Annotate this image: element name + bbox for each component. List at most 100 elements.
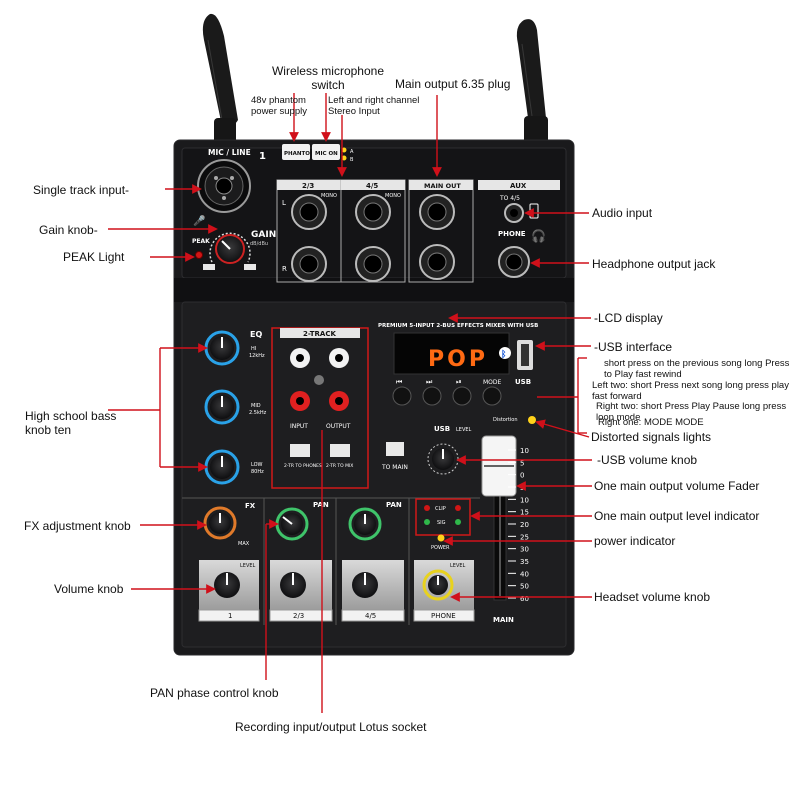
to-main-button[interactable]: [386, 442, 404, 456]
fader-scale-label: 20: [520, 521, 529, 529]
gain-label: GAIN: [251, 230, 276, 240]
fader-scale-label: 40: [520, 570, 529, 578]
aux-phone: PHONE: [498, 230, 526, 238]
to-mix-button[interactable]: 2-TR TO MIX: [326, 444, 353, 469]
antenna-right: [516, 19, 548, 146]
ch45-volume-knob[interactable]: [352, 572, 378, 598]
phone-volume-knob[interactable]: [422, 569, 454, 601]
rca-input-l[interactable]: [290, 348, 310, 368]
ch-l-label: L: [282, 199, 286, 207]
eq-hi-label: HI: [251, 346, 256, 352]
ch1-volume-knob[interactable]: [214, 572, 240, 598]
aux-in-jack[interactable]: [504, 203, 524, 223]
two-track-section: 2-TRACK INPUT OUTPUT: [271, 327, 369, 489]
rca-input-r[interactable]: [290, 391, 310, 411]
fader-scale-label: 35: [520, 558, 529, 566]
jack-45-r[interactable]: [355, 246, 391, 282]
fader-scale-label: 60: [520, 595, 529, 603]
eq-mid-freq: 2.5kHz: [249, 410, 267, 416]
phantom-button[interactable]: PHANTOM: [282, 144, 315, 160]
phantom-button-label: PHANTOM: [284, 151, 315, 157]
xlr-combo-jack[interactable]: [197, 159, 251, 213]
main-out-group: MAIN OUT: [408, 179, 474, 283]
fx-knob[interactable]: [203, 506, 237, 540]
btn-play-pause[interactable]: ⏯: [452, 379, 472, 406]
btn-prev[interactable]: ⏮: [392, 379, 412, 406]
callout-level-indicator: One main output level indicator: [594, 509, 760, 523]
ch1-number: 1: [259, 151, 266, 162]
btn-next[interactable]: ⏭: [422, 379, 442, 406]
callout-audio-input: Audio input: [592, 206, 653, 220]
two-track-header: 2-TRACK: [303, 330, 336, 338]
jack-23-r[interactable]: [291, 246, 327, 282]
fader-scale-label: 15: [520, 509, 529, 517]
fader-scale-label: 5: [520, 484, 524, 492]
eq-low-freq: 80Hz: [251, 469, 264, 475]
main-out-l-jack[interactable]: [419, 194, 455, 230]
bluetooth-glyph: ᛒ: [501, 349, 506, 359]
level-led-panel: CLIP SIG: [415, 498, 471, 536]
eq-mid-knob[interactable]: [204, 389, 240, 425]
callout-power-indicator: power indicator: [594, 534, 676, 548]
jack-45-l[interactable]: [355, 194, 391, 230]
eq-low-knob[interactable]: [204, 449, 240, 485]
fader-scale-label: 10: [520, 447, 529, 455]
ch45-mono: MONO: [385, 193, 401, 199]
callout-single-track-input: Single track input-: [33, 183, 130, 197]
mic-line-label: MIC / LINE: [208, 148, 251, 157]
distortion-led: [528, 416, 536, 424]
main-label: MAIN: [493, 616, 514, 624]
distortion-label: Distortion: [493, 417, 518, 423]
phone-jack[interactable]: [498, 246, 530, 278]
jack-23-l[interactable]: [291, 194, 327, 230]
mic-on-led-a: [341, 147, 347, 153]
svg-text:⏯: ⏯: [456, 379, 462, 386]
pan-23-knob[interactable]: [275, 507, 309, 541]
rca-output-r[interactable]: [329, 391, 349, 411]
strip45-label: 4/5: [365, 612, 376, 620]
callout-lotus-socket: Recording input/output Lotus socket: [235, 720, 427, 734]
strip23-label: 2/3: [293, 612, 304, 620]
fx-label: FX: [245, 502, 256, 510]
usb-port[interactable]: [517, 340, 533, 370]
aux-header: AUX: [510, 182, 527, 190]
fader-scale-label: 50: [520, 583, 529, 591]
pan-45-knob[interactable]: [348, 507, 382, 541]
peak-led: [195, 251, 203, 259]
callout-headphone-jack: Headphone output jack: [592, 257, 716, 271]
callout-lines: [108, 93, 592, 713]
ground-screw: [314, 375, 324, 385]
peak-label: PEAK: [192, 238, 210, 245]
fader-scale-label: 0: [520, 472, 524, 480]
ch23-mono: MONO: [321, 193, 337, 199]
callout-volume-knob: Volume knob: [54, 582, 124, 596]
to-phones-button[interactable]: 2-TR TO PHONES: [284, 444, 322, 469]
callout-btn-desc-4: Right one: MODE MODE: [598, 417, 704, 428]
eq-hi-knob[interactable]: [204, 330, 240, 366]
callout-phantom-48v: 48v phantom power supply: [251, 95, 307, 117]
main-out-r-jack[interactable]: [419, 244, 455, 280]
main-fader-cap[interactable]: [481, 435, 517, 497]
gain-range: dB/dBu: [250, 241, 268, 247]
pan-23-label: PAN: [313, 501, 329, 509]
strip-phone-label: PHONE: [431, 612, 456, 620]
gain-knob[interactable]: [209, 232, 251, 264]
callout-wireless-switch: Wireless microphone switch: [271, 64, 385, 92]
level-label-1: LEVEL: [240, 563, 256, 569]
callout-main-output-plug: Main output 6.35 plug: [395, 77, 511, 91]
sig-label: SIG: [437, 520, 446, 526]
eq-hi-freq: 12kHz: [249, 353, 265, 359]
callout-distorted-lights: Distorted signals lights: [591, 430, 712, 444]
mic-on-button[interactable]: MIC ON: [312, 144, 340, 160]
to-main-label: TO MAIN: [381, 464, 408, 471]
main-out-header: MAIN OUT: [424, 182, 461, 190]
ch23-volume-knob[interactable]: [280, 572, 306, 598]
rca-output-l[interactable]: [329, 348, 349, 368]
fader-scale-label: 25: [520, 533, 529, 541]
callout-fx-knob: FX adjustment knob: [24, 519, 131, 533]
headphone-icon: 🎧: [531, 229, 546, 243]
btn-mode[interactable]: [482, 386, 502, 406]
ch45-header: 4/5: [366, 182, 378, 190]
eq-mid-label: MID: [251, 403, 261, 409]
